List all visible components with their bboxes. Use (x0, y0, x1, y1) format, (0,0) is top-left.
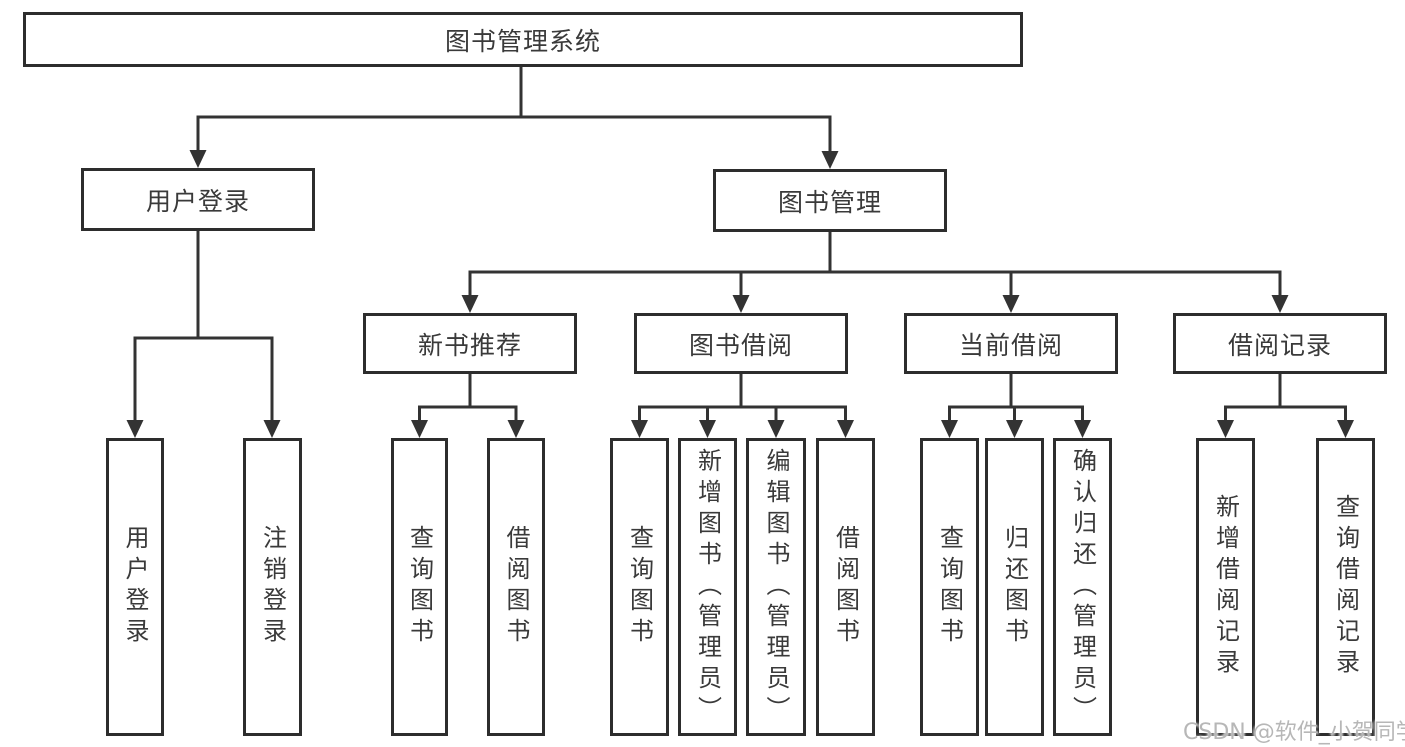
csdn-watermark: CSDN @软件_小贺同学 (1183, 720, 1405, 745)
connector (418, 372, 518, 434)
node-book-borrowing-label: 图书借阅 (688, 330, 793, 360)
node-new-book-recommend: 新书推荐 (363, 313, 577, 374)
arrow-head-icon (767, 420, 785, 438)
leaf-bb-edit-books-admin-label: 编辑图书（管理员） (762, 447, 790, 727)
node-current-borrowing-label: 当前借阅 (958, 330, 1063, 360)
arrow-head-icon (1006, 420, 1023, 438)
leaf-bb-query-books-label: 查询图书 (625, 525, 654, 649)
leaf-bb-add-books-admin-label: 新增图书（管理员） (693, 447, 722, 727)
leaf-cb-confirm-return-admin-label: 确认归还（管理员） (1068, 447, 1097, 727)
leaf-cb-query-books: 查询图书 (920, 438, 979, 736)
leaf-nb-query-books: 查询图书 (391, 438, 448, 736)
leaf-bb-add-books-admin: 新增图书（管理员） (678, 438, 737, 736)
node-book-borrowing: 图书借阅 (634, 313, 848, 374)
arrow-head-icon (699, 420, 716, 438)
leaf-br-query-record-label: 查询借阅记录 (1331, 494, 1360, 680)
node-new-book-recommend-label: 新书推荐 (417, 330, 522, 360)
arrow-head-icon (1337, 420, 1354, 438)
leaf-br-add-record: 新增借阅记录 (1196, 438, 1255, 736)
arrow-head-icon (507, 420, 525, 438)
node-root-label: 图书管理系统 (444, 26, 601, 56)
leaf-user-login: 用户登录 (106, 438, 164, 736)
leaf-nb-borrow-books-label: 借阅图书 (502, 525, 530, 649)
leaf-logout-label: 注销登录 (258, 525, 287, 649)
arrow-head-icon (461, 295, 479, 313)
leaf-cb-query-books-label: 查询图书 (935, 525, 964, 649)
connector (468, 230, 1282, 309)
arrow-head-icon (821, 151, 839, 169)
arrow-head-icon (189, 150, 207, 168)
node-root: 图书管理系统 (23, 12, 1023, 67)
leaf-cb-confirm-return-admin: 确认归还（管理员） (1053, 438, 1112, 736)
node-borrowing-records-label: 借阅记录 (1227, 330, 1332, 360)
leaf-cb-return-books-label: 归还图书 (1000, 525, 1029, 649)
connector (133, 229, 274, 434)
leaf-bb-borrow-books: 借阅图书 (816, 438, 875, 736)
leaf-bb-borrow-books-label: 借阅图书 (831, 525, 860, 649)
arrow-head-icon (837, 420, 854, 438)
connector (948, 372, 1084, 434)
leaf-user-login-label: 用户登录 (121, 525, 149, 649)
node-user-login: 用户登录 (81, 168, 315, 231)
arrow-head-icon (1217, 420, 1234, 438)
leaf-nb-borrow-books: 借阅图书 (487, 438, 545, 736)
leaf-cb-return-books: 归还图书 (985, 438, 1044, 736)
arrow-head-icon (732, 295, 750, 313)
node-borrowing-records: 借阅记录 (1173, 313, 1387, 374)
leaf-bb-query-books: 查询图书 (610, 438, 669, 736)
leaf-logout: 注销登录 (243, 438, 302, 736)
leaf-br-add-record-label: 新增借阅记录 (1211, 494, 1240, 680)
arrow-head-icon (411, 420, 428, 438)
node-book-management-label: 图书管理 (777, 187, 882, 217)
arrow-head-icon (1271, 295, 1289, 313)
connector (196, 65, 832, 165)
node-user-login-label: 用户登录 (145, 186, 250, 216)
arrow-head-icon (941, 420, 958, 438)
leaf-nb-query-books-label: 查询图书 (405, 525, 434, 649)
node-book-management: 图书管理 (713, 169, 947, 232)
connector (638, 372, 847, 434)
node-current-borrowing: 当前借阅 (904, 313, 1118, 374)
arrow-head-icon (126, 420, 144, 438)
leaf-bb-edit-books-admin: 编辑图书（管理员） (746, 438, 806, 736)
connector (1224, 372, 1347, 434)
arrow-head-icon (1074, 420, 1091, 438)
leaf-br-query-record: 查询借阅记录 (1316, 438, 1375, 736)
arrow-head-icon (1002, 295, 1020, 313)
arrow-head-icon (631, 420, 648, 438)
arrow-head-icon (263, 420, 281, 438)
